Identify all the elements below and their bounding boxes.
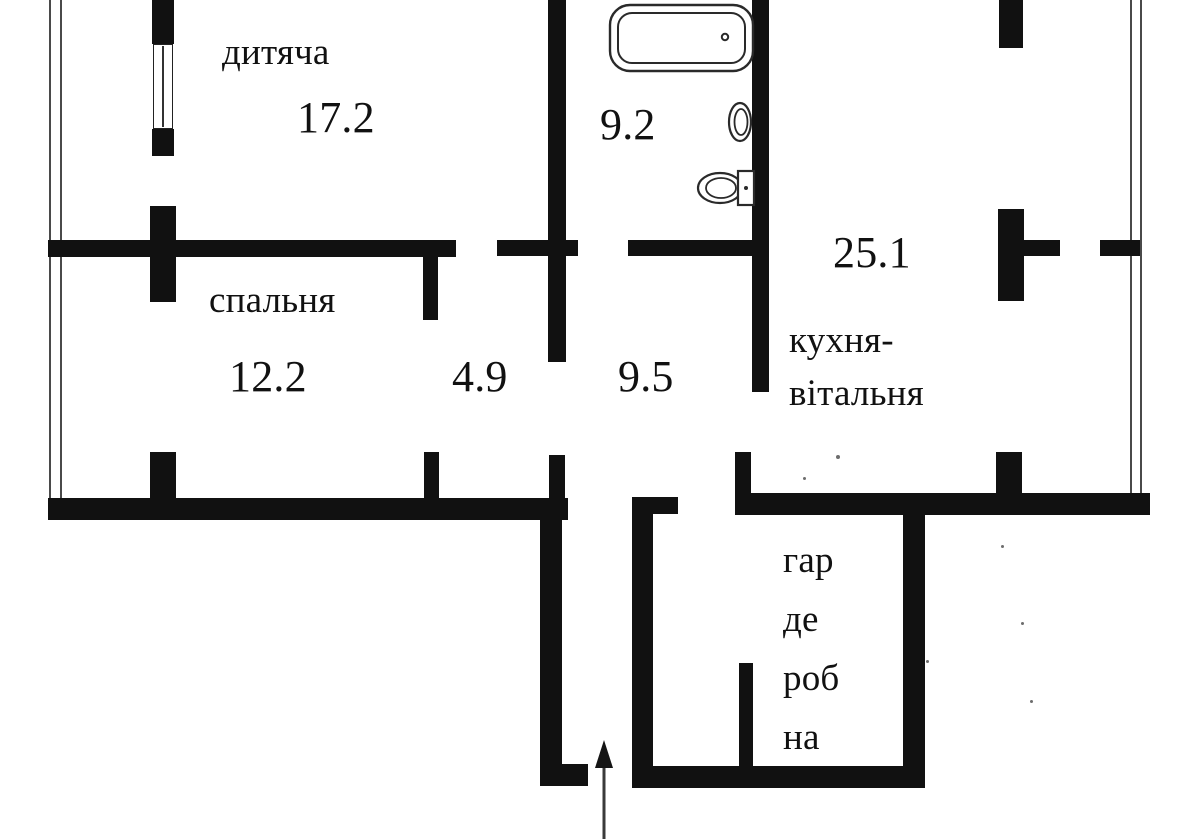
wall-jamb-wardrobe-top xyxy=(735,452,751,504)
scan-speck xyxy=(836,455,840,459)
wall-bathroom-living-vertical xyxy=(752,0,769,392)
wall-stub-kitchen-bottom-pier xyxy=(996,452,1022,514)
wall-nursery-bathroom-vertical xyxy=(548,0,566,362)
wall-stub-corridor-mid-lower xyxy=(549,455,565,507)
room-area-hall-1: 4.9 xyxy=(452,352,508,401)
wall-bedroom-nursery-horizontal xyxy=(48,240,456,257)
window-jamb-bottom xyxy=(152,129,174,156)
room-label-nursery: дитяча xyxy=(222,32,330,73)
room-area-hall-2: 9.5 xyxy=(618,352,674,401)
wall-wardrobe-partition xyxy=(739,663,753,771)
wall-pier-living-right xyxy=(998,209,1024,301)
right-exterior-glazing-inner xyxy=(1140,0,1142,512)
bathtub-icon xyxy=(608,2,756,76)
window-jamb-top xyxy=(152,0,174,44)
wall-jamb-bedroom-right xyxy=(423,248,438,320)
scan-speck xyxy=(1021,622,1024,625)
scan-speck xyxy=(1001,545,1004,548)
wall-pier-bedroom-bottom xyxy=(150,452,176,502)
wall-jamb-bedroom-bottom-right xyxy=(424,452,439,502)
wall-stub-living-far-right xyxy=(1100,240,1140,256)
wall-pier-bedroom-left xyxy=(150,206,176,302)
wall-main-bottom-far-right xyxy=(1022,493,1150,515)
wall-wardrobe-right-vertical xyxy=(903,493,925,788)
wall-stub-living-right xyxy=(1024,240,1060,256)
sink-icon xyxy=(726,100,754,144)
wall-wardrobe-bottom xyxy=(632,766,925,788)
wall-stub-corridor-left xyxy=(497,240,578,256)
room-area-living: 25.1 xyxy=(833,228,911,277)
room-area-bedroom: 12.2 xyxy=(229,352,307,401)
toilet-icon xyxy=(694,165,756,211)
right-exterior-glazing-outer xyxy=(1130,0,1132,512)
wall-main-bottom-left xyxy=(48,498,568,520)
room-area-bathroom: 9.2 xyxy=(600,100,656,149)
scan-speck xyxy=(803,477,806,480)
room-label-wardrobe-line4: на xyxy=(783,717,820,758)
window-mullion xyxy=(162,46,164,127)
wall-wardrobe-top xyxy=(735,493,925,515)
room-label-wardrobe-line2: де xyxy=(783,599,819,640)
room-label-wardrobe-line1: гар xyxy=(783,540,834,581)
wall-hall-left-foot xyxy=(540,764,588,786)
room-label-living-line2: вітальня xyxy=(789,373,924,414)
wall-stub-living-top-right xyxy=(999,0,1023,48)
entrance-arrow xyxy=(588,738,620,839)
wall-hall-left-vertical xyxy=(540,498,562,786)
room-label-bedroom: спальня xyxy=(209,280,336,321)
wall-wardrobe-left-vertical xyxy=(632,503,653,788)
scan-speck xyxy=(926,660,929,663)
wall-stub-corridor-right xyxy=(628,240,764,256)
room-label-wardrobe-line3: роб xyxy=(783,658,840,699)
room-label-living-line1: кухня- xyxy=(789,320,894,361)
scan-speck xyxy=(1030,700,1033,703)
room-area-nursery: 17.2 xyxy=(297,93,375,142)
wall-stub-wardrobe-top-left xyxy=(632,497,678,514)
